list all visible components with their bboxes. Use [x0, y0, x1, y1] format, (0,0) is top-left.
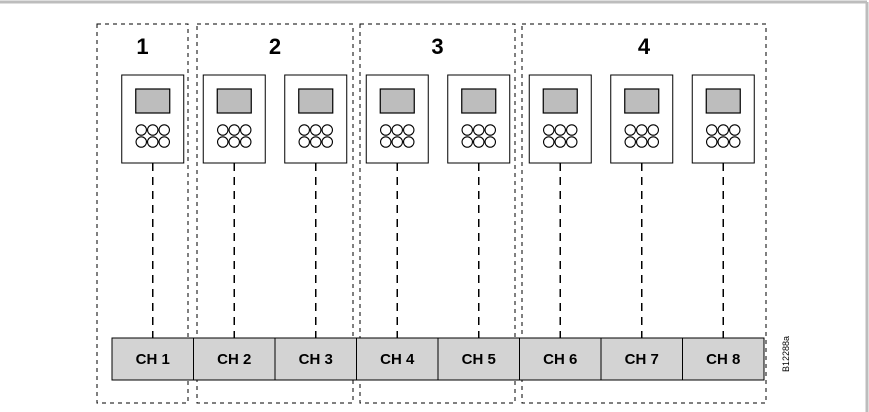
controller-button	[228, 124, 241, 136]
group-box-2	[196, 23, 354, 404]
controller-body	[121, 74, 185, 164]
group-label-4: 4	[638, 34, 651, 59]
controller-button	[565, 136, 578, 148]
controller-button	[298, 124, 310, 136]
channel-cell-6	[519, 337, 602, 381]
controller-button	[624, 124, 636, 136]
controller-button	[391, 124, 403, 136]
controller-button	[484, 136, 496, 148]
controller-button	[565, 124, 578, 136]
controller-button	[135, 136, 148, 148]
controller-button	[240, 124, 252, 136]
channel-cell-7	[600, 337, 683, 381]
channel-cell-8	[682, 337, 765, 381]
controller-button	[391, 136, 403, 148]
controller-body	[528, 74, 592, 164]
group-box-4	[521, 23, 767, 404]
controller-display	[624, 88, 660, 114]
controller-button	[147, 136, 159, 148]
controller-button	[554, 136, 566, 148]
group-box-1	[96, 23, 189, 404]
controller-button	[705, 136, 718, 148]
channel-label-3: CH 3	[299, 351, 333, 368]
channel-label-6: CH 6	[543, 351, 577, 368]
controller-display	[135, 88, 171, 114]
controller-button	[647, 136, 659, 148]
controller-button	[647, 124, 659, 136]
controller-display	[461, 88, 497, 114]
controller-2	[202, 74, 266, 164]
controller-3	[284, 74, 348, 164]
controller-button	[298, 136, 310, 148]
channel-label-5: CH 5	[462, 351, 496, 368]
channel-label-1: CH 1	[136, 351, 170, 368]
controller-button	[717, 124, 729, 136]
controller-button	[158, 124, 171, 136]
controller-body	[691, 74, 755, 164]
controller-button	[705, 124, 718, 136]
controller-button	[217, 136, 229, 148]
controller-button	[554, 124, 566, 136]
controller-button	[635, 136, 648, 148]
controller-display	[216, 88, 252, 114]
controller-button	[379, 136, 392, 148]
controller-1	[121, 74, 185, 164]
controller-button	[635, 124, 648, 136]
channel-cell-2	[193, 337, 276, 381]
controller-button	[728, 136, 741, 148]
controller-display	[379, 88, 415, 114]
controller-button	[309, 124, 322, 136]
controller-button	[158, 136, 171, 148]
controller-button	[402, 136, 415, 148]
controller-body	[202, 74, 266, 164]
controller-body	[365, 74, 429, 164]
controller-button	[321, 124, 333, 136]
channel-label-2: CH 2	[217, 351, 251, 368]
controller-7	[610, 74, 674, 164]
controller-body	[447, 74, 511, 164]
controller-body	[284, 74, 348, 164]
channel-label-7: CH 7	[625, 351, 659, 368]
channel-cell-1	[111, 337, 194, 381]
controller-button	[542, 124, 555, 136]
controller-button	[309, 136, 322, 148]
controller-button	[542, 136, 555, 148]
controller-button	[228, 136, 241, 148]
group-label-1: 1	[136, 34, 148, 59]
controller-button	[472, 136, 485, 148]
figure-id: B12288a	[781, 336, 791, 372]
controller-button	[321, 136, 333, 148]
group-box-3	[359, 23, 516, 404]
controller-button	[217, 124, 229, 136]
controller-display	[298, 88, 334, 114]
channel-label-4: CH 4	[380, 351, 415, 368]
controller-button	[461, 124, 473, 136]
controller-button	[472, 124, 485, 136]
channel-cell-3	[274, 337, 357, 381]
group-label-3: 3	[431, 34, 443, 59]
controller-display	[705, 88, 741, 114]
controller-6	[528, 74, 592, 164]
controller-body	[610, 74, 674, 164]
controller-button	[624, 136, 636, 148]
channel-cell-5	[437, 337, 520, 381]
controller-button	[484, 124, 496, 136]
group-label-2: 2	[269, 34, 281, 59]
controller-5	[447, 74, 511, 164]
controller-8	[691, 74, 755, 164]
controller-button	[402, 124, 415, 136]
controller-button	[717, 136, 729, 148]
channel-cell-4	[356, 337, 439, 381]
controller-button	[379, 124, 392, 136]
controller-button	[147, 124, 159, 136]
controller-4	[365, 74, 429, 164]
controller-button	[135, 124, 148, 136]
controller-button	[461, 136, 473, 148]
channel-label-8: CH 8	[706, 351, 740, 368]
controller-button	[240, 136, 252, 148]
controller-display	[542, 88, 578, 114]
controller-button	[728, 124, 741, 136]
